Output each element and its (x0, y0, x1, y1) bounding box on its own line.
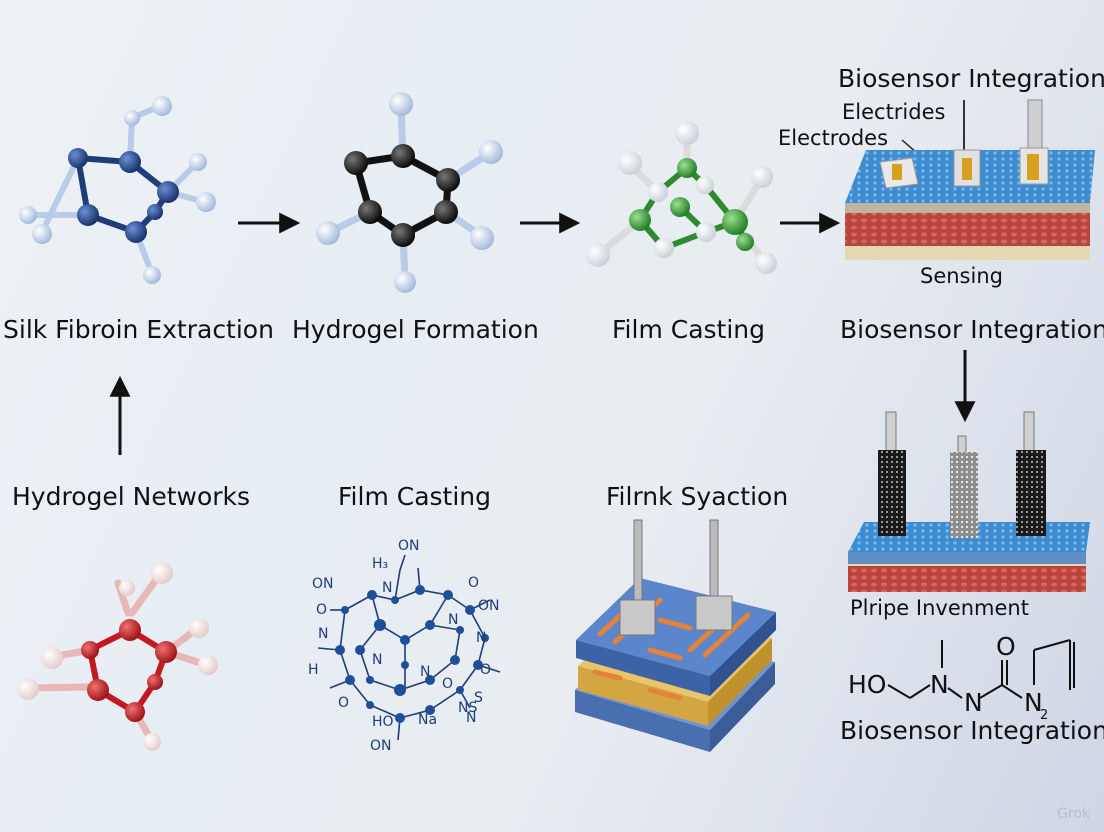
chip-layers-illustration (575, 519, 776, 752)
peptide-atoms (335, 585, 489, 723)
label-electrodes: Electrodes (778, 126, 889, 150)
peptide-atom-label: O (316, 602, 328, 618)
label-silk-fibroin-extraction: Silk Fibroin Extraction (3, 315, 274, 344)
peptide-atom-label: N (318, 626, 329, 642)
peptide-atom-label: N (420, 664, 431, 680)
chem-o: O (996, 632, 1016, 661)
label-plripe-invenment: Plripe Invenment (850, 596, 1029, 620)
peptide-atom-label: N (476, 630, 487, 646)
watermark: Grok (1057, 806, 1090, 822)
label-film-casting-bottom: Film Casting (338, 482, 492, 511)
peptide-atom-label: H₃ (372, 556, 389, 572)
peptide-atom-label: ON (478, 598, 500, 614)
peptide-atom-label: N (466, 710, 477, 726)
label-biosensor-integration-top: Biosensor Integration (838, 64, 1104, 93)
chem-subscript: 2 (1040, 708, 1049, 723)
peptide-atom-label: S (474, 690, 483, 706)
peptide-atom-label: NS (458, 700, 478, 716)
molecule-film-casting-icon (586, 121, 777, 274)
label-hydrogel-formation: Hydrogel Formation (292, 315, 539, 344)
electrode-array-illustration (848, 411, 1090, 592)
biosensor-layers-illustration (845, 99, 1095, 260)
chemical-structure-icon (887, 639, 1075, 699)
peptide-atom-label: ON (370, 738, 392, 754)
peptide-atom-label: ON (312, 576, 334, 592)
molecule-hydrogel-formation-icon (316, 92, 503, 293)
chem-n3: N (1024, 688, 1043, 717)
chem-n2: N (964, 688, 983, 717)
label-electrides: Electrides (842, 100, 946, 124)
label-biosensor-integration-bottom: Biosensor Integration (840, 716, 1104, 745)
label-film-casting-top: Film Casting (612, 315, 766, 344)
peptide-atom-label: Na (418, 712, 438, 728)
peptide-atom-label: O (480, 662, 492, 678)
molecule-silk-fibroin-icon (19, 96, 216, 284)
molecule-hydrogel-networks-icon (17, 562, 218, 751)
peptide-atom-label: O (442, 676, 454, 692)
peptide-atom-label: N (382, 580, 393, 596)
chem-n1: N (930, 670, 949, 699)
peptide-atom-label: O (338, 695, 350, 711)
label-hydrogel-networks: Hydrogel Networks (12, 482, 251, 511)
label-filrnk-syaction: Filrnk Syaction (606, 482, 789, 511)
peptide-atom-label: H (308, 662, 319, 678)
peptide-atom-label: HO (372, 714, 394, 730)
peptide-atom-label: N (372, 652, 383, 668)
peptide-atom-label: ON (398, 538, 420, 554)
peptide-atom-label: N (448, 612, 459, 628)
label-biosensor-integration-mid: Biosensor Integration (840, 315, 1104, 344)
label-sensing: Sensing (920, 264, 1003, 288)
peptide-atom-label: O (468, 575, 480, 591)
chem-ho: HO (848, 670, 887, 699)
